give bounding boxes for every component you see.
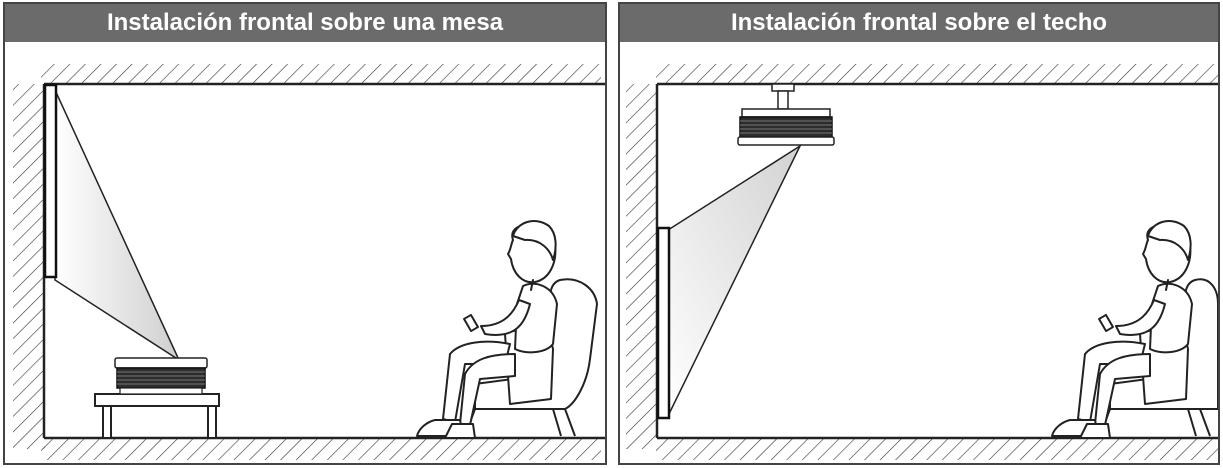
- person-seated: [1051, 220, 1193, 439]
- panel-title: Instalación frontal sobre una mesa: [5, 4, 605, 42]
- projector: [737, 108, 835, 146]
- ceiling: [656, 64, 1218, 84]
- floor: [41, 438, 601, 460]
- ceiling: [41, 64, 601, 84]
- table: [94, 393, 220, 439]
- ceiling-installation-illustration: [626, 64, 1218, 460]
- projection-beam: [667, 143, 802, 417]
- projector: [114, 357, 208, 395]
- table-installation-illustration: [13, 64, 605, 460]
- projection-beam: [54, 89, 181, 363]
- projection-screen: [43, 83, 58, 279]
- person-seated: [416, 220, 558, 439]
- ceiling-mount: [771, 83, 795, 110]
- table-installation-panel: Instalación frontal sobre una mesa: [3, 2, 607, 465]
- ceiling-installation-panel: Instalación frontal sobre el techo: [618, 2, 1220, 465]
- projection-screen: [656, 226, 671, 420]
- floor: [656, 438, 1218, 460]
- wall: [626, 84, 658, 449]
- wall: [13, 84, 45, 449]
- panel-title: Instalación frontal sobre el techo: [620, 4, 1218, 42]
